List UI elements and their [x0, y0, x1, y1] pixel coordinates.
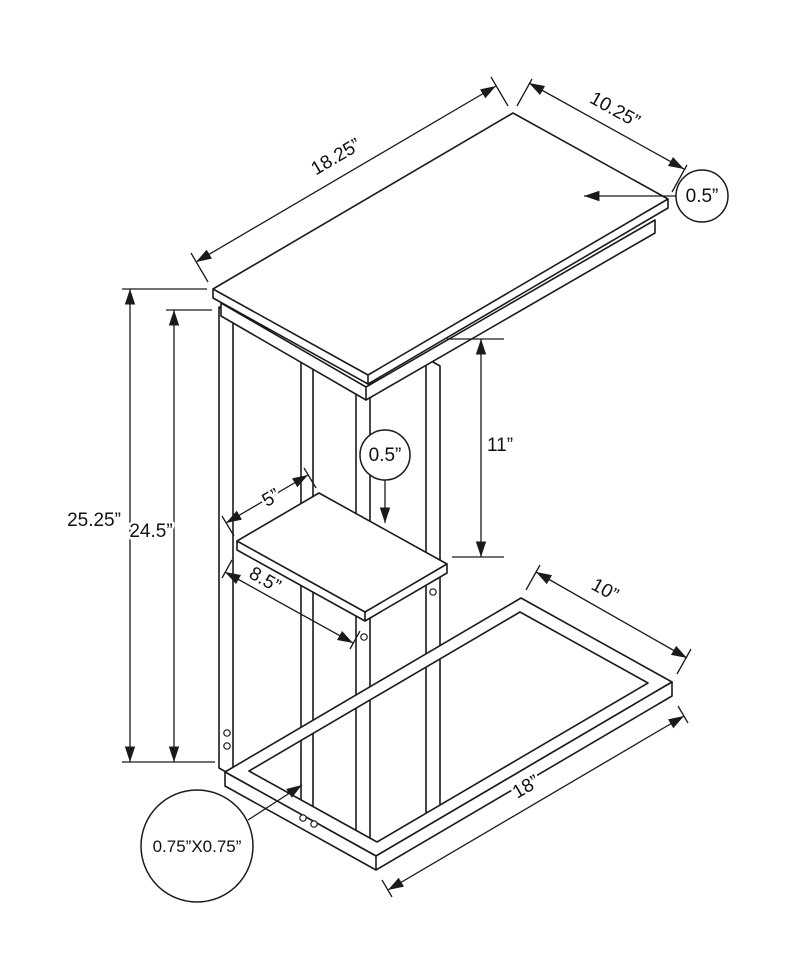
dimension-frame-height: 24.5” — [127, 309, 212, 762]
top-depth-label: 10.25” — [586, 88, 643, 133]
dimension-tube-size: 0.75”X0.75” — [140, 784, 303, 903]
callout-circle — [140, 789, 254, 903]
extension-lines — [122, 288, 215, 763]
top-length-label: 18.25” — [308, 135, 365, 180]
extension-lines — [381, 705, 689, 898]
tube-size-label: 0.75”X0.75” — [153, 837, 242, 856]
top-thickness-label: 0.5” — [686, 186, 719, 207]
screw-hole — [310, 820, 318, 828]
extension-lines — [525, 564, 692, 675]
side-slat — [300, 361, 314, 828]
screw-hole — [299, 814, 307, 822]
shelf — [236, 492, 448, 622]
base-depth-label: 10” — [588, 574, 622, 606]
shelf-thickness-label: 0.5” — [369, 445, 402, 466]
dimension-line — [387, 715, 685, 891]
screw-hole — [223, 742, 231, 750]
dimension-overall-height: 25.25” — [65, 288, 215, 763]
callout-circle — [359, 429, 411, 481]
dimension-line — [195, 85, 497, 263]
overall-height-label: 25.25” — [67, 510, 121, 531]
callout-circle — [675, 169, 729, 223]
screw-holes — [223, 588, 437, 828]
screw-hole — [360, 633, 368, 641]
shelf-length-label: 5” — [259, 485, 284, 512]
dimension-line — [225, 474, 309, 524]
dimension-line — [535, 571, 688, 659]
extension-lines — [447, 338, 504, 558]
screw-hole — [429, 588, 437, 596]
dimension-shelf-thickness: 0.5” — [359, 429, 411, 523]
top-to-shelf-label: 11” — [487, 435, 513, 456]
tabletop — [212, 112, 669, 401]
screw-hole — [223, 729, 231, 737]
table-structure — [212, 112, 673, 871]
dimension-line — [528, 82, 685, 170]
extension-lines — [190, 76, 509, 283]
extension-lines — [221, 467, 317, 537]
frame-height-label: 24.5” — [129, 521, 172, 542]
dimension-top-thickness: 0.5” — [584, 169, 729, 223]
front-left-leg — [218, 306, 234, 777]
extension-lines — [221, 559, 361, 650]
leader-arrow — [247, 784, 303, 821]
dimension-top-to-shelf: 11” — [447, 338, 516, 558]
dimension-line — [224, 571, 354, 644]
